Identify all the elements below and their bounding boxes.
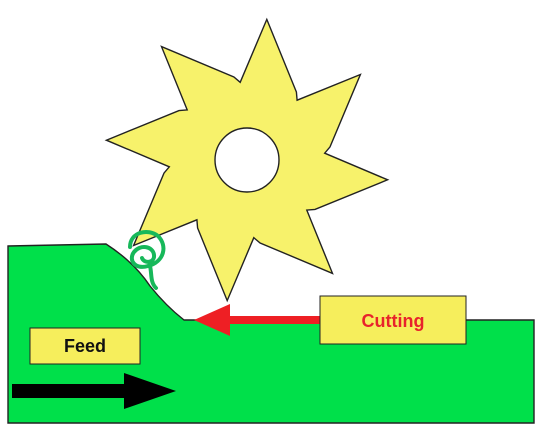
workpiece bbox=[7, 243, 535, 424]
chip-curl-icon bbox=[128, 230, 166, 290]
blade-arbor-hole bbox=[214, 127, 280, 193]
cutting-arrow bbox=[194, 304, 326, 336]
feed-label-text: Feed bbox=[64, 336, 106, 356]
cutting-label: Cutting bbox=[319, 295, 467, 345]
feed-arrow bbox=[12, 373, 176, 409]
cutting-label-text: Cutting bbox=[362, 311, 425, 331]
feed-label: Feed bbox=[29, 327, 141, 365]
